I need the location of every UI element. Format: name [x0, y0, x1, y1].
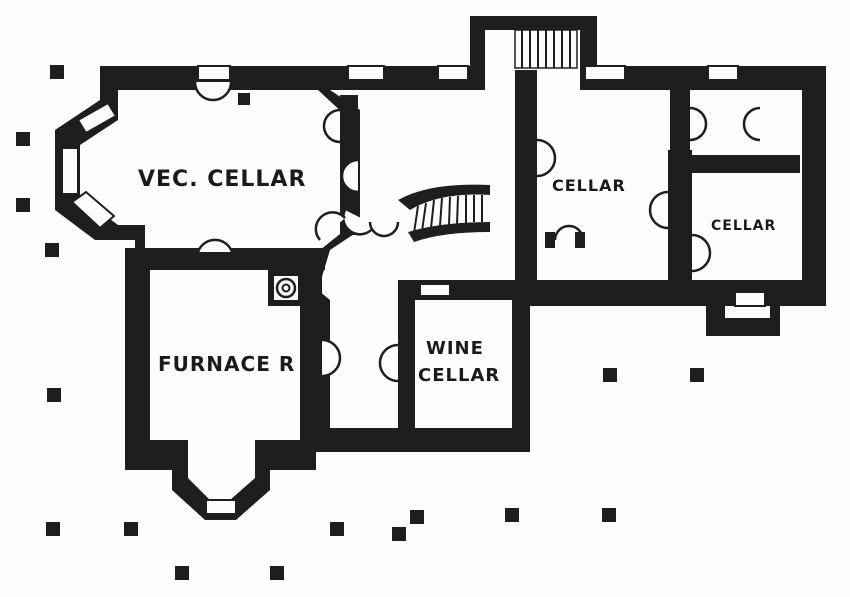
label-cellar-main: CELLAR [552, 176, 626, 195]
window [437, 65, 469, 81]
door-arc [368, 221, 400, 238]
label-cellar-small: CELLAR [711, 218, 776, 234]
window [205, 499, 237, 515]
room-labels: VEC. CELLAR CELLAR CELLAR FURNACE R WINE… [138, 167, 776, 386]
door-arc [689, 106, 708, 142]
exterior-posts [16, 65, 704, 580]
window [347, 65, 385, 81]
window [197, 65, 231, 81]
door-arc [536, 138, 557, 178]
veg-cellar-floor [80, 90, 345, 250]
door-arc [742, 106, 761, 142]
wine-cellar-floor [415, 300, 512, 428]
door-arc [378, 343, 399, 383]
stairs [398, 29, 578, 242]
label-wine-line2: CELLAR [418, 365, 500, 386]
bay-window [61, 147, 79, 195]
bay-window [70, 190, 116, 230]
window [734, 291, 766, 307]
door-arc [314, 211, 346, 241]
bay-window [76, 101, 118, 135]
door-arc [321, 338, 342, 378]
door-arc [648, 190, 669, 230]
label-wine-line1: WINE [426, 338, 484, 359]
cellar-main-floor [535, 90, 670, 280]
door-arc [322, 108, 341, 144]
furnace-room-floor [150, 270, 300, 500]
fittings [238, 93, 585, 306]
window [419, 283, 451, 297]
curved-stair [398, 184, 490, 210]
door-arc [196, 238, 234, 253]
door-arc [691, 233, 712, 273]
windows [61, 65, 766, 515]
window [584, 65, 626, 81]
door-arc [340, 158, 359, 194]
doors [193, 81, 761, 383]
label-veg-cellar: VEC. CELLAR [138, 167, 306, 192]
window [707, 65, 739, 81]
door-arc [193, 81, 233, 102]
label-furnace-room: FURNACE R [158, 352, 295, 376]
